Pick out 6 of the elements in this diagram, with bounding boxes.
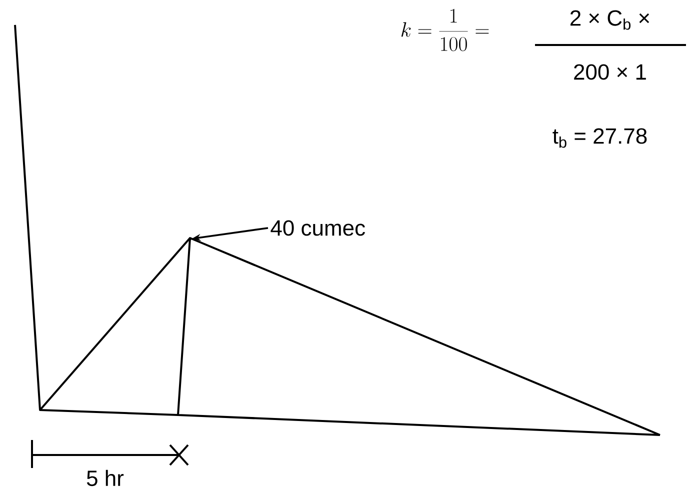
peak-label: 40 cumec — [270, 220, 365, 236]
formula-text: 200 × 1 — [574, 64, 646, 80]
dimension-label: 5 hr — [86, 470, 124, 486]
formula-text: 2 × C$_{b}$ × — [570, 10, 650, 30]
formula: $k = \frac{1}{100} =$ — [401, 8, 489, 52]
formula-text: t$_{b}$ = 27.78 — [552, 128, 647, 148]
